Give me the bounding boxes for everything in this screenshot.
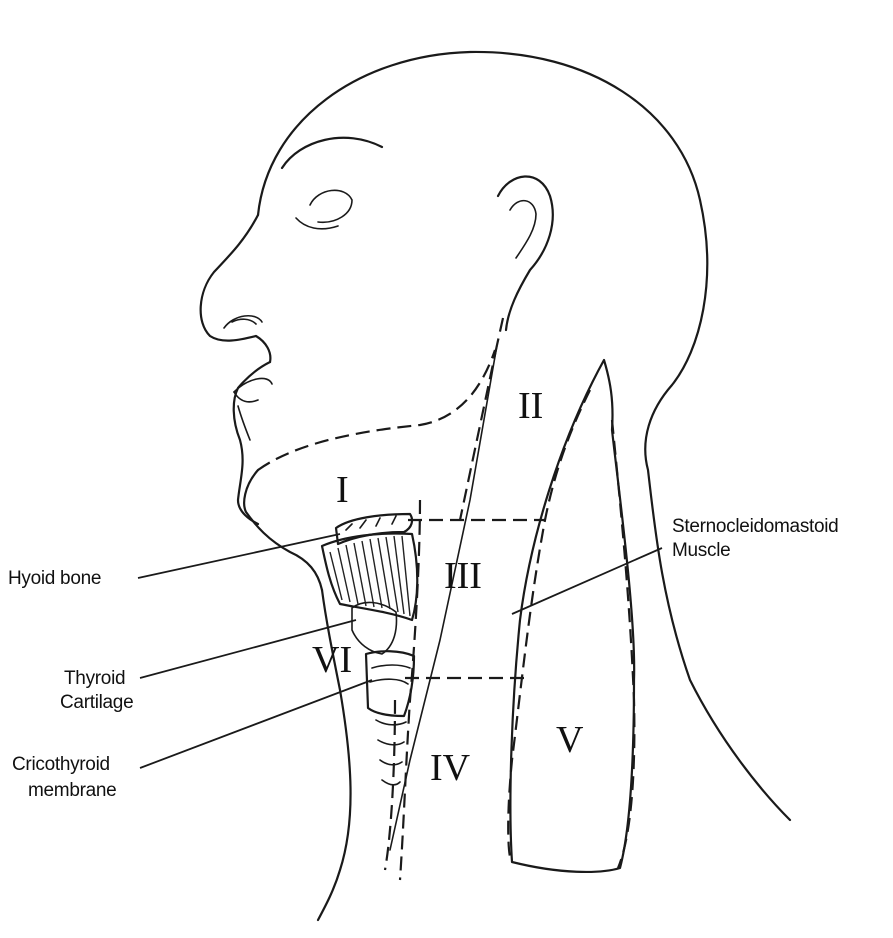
- eyebrow: [282, 138, 382, 168]
- anatomical-labels: Hyoid bone Thyroid Cartilage Cricothyroi…: [8, 516, 838, 801]
- thyroid-cartilage-label-line2: Cartilage: [60, 692, 133, 713]
- level-vi-label: VI: [312, 639, 352, 681]
- thyroid-cartilage-label-line1: Thyroid: [64, 668, 125, 689]
- sternocleidomastoid-label-line2: Muscle: [672, 540, 730, 561]
- level-v-label: V: [556, 719, 584, 761]
- jaw-line: [258, 318, 503, 470]
- cricothyroid-label-line1: Cricothyroid: [12, 754, 110, 775]
- nostril: [224, 316, 262, 328]
- sternocleidomastoid-label-line1: Sternocleidomastoid: [672, 516, 838, 537]
- level-i-label: I: [336, 469, 349, 511]
- hyoid-bone: [336, 514, 412, 544]
- thyroid-cartilage: [322, 534, 417, 655]
- hyoid-leader: [138, 534, 340, 578]
- ear: [498, 176, 553, 330]
- lower-lip: [238, 406, 250, 440]
- cricothyroid-label-line2: membrane: [28, 780, 116, 801]
- level-ii-label: II: [518, 385, 543, 427]
- cricothyroid-leader: [140, 680, 372, 768]
- facial-features: [224, 138, 382, 440]
- eye-lid: [296, 218, 338, 229]
- lip-line: [234, 392, 258, 402]
- submental-curve: [244, 470, 322, 590]
- level-iii-label: III: [444, 555, 482, 597]
- head-outline: [201, 52, 790, 820]
- hyoid-bone-label: Hyoid bone: [8, 568, 101, 589]
- eye: [310, 190, 352, 222]
- nostril-inner: [232, 319, 256, 324]
- level-labels: II I III VI IV V: [312, 385, 584, 789]
- level-iv-label: IV: [430, 747, 471, 789]
